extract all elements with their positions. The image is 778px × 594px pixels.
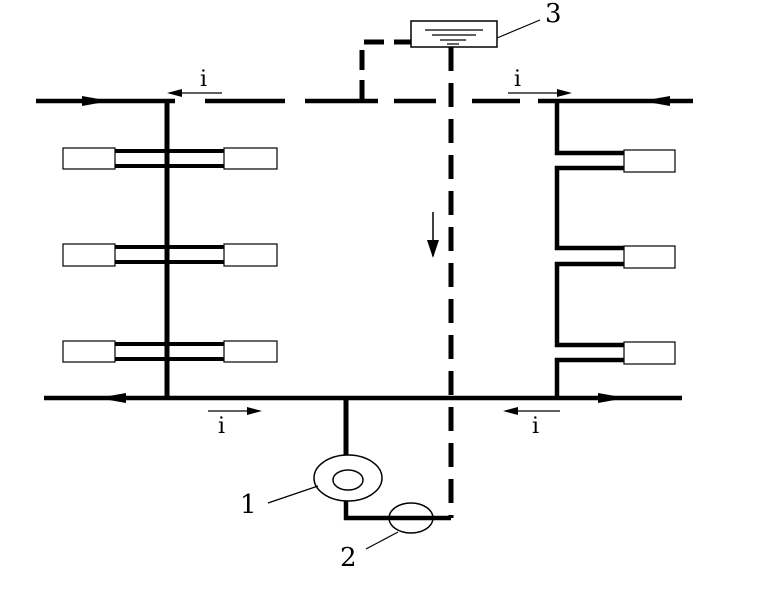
tank-leader-line — [496, 19, 541, 39]
bottom-left-flow-arrow — [98, 393, 126, 403]
downward-flow-arrow — [427, 212, 439, 258]
pump-label: 1 — [240, 490, 257, 520]
svg-text:i: i — [200, 67, 207, 92]
radiator — [62, 243, 116, 267]
pump-outlet-pipe — [343, 501, 451, 521]
svg-text:i: i — [532, 414, 539, 439]
svg-text:i: i — [218, 414, 225, 439]
expansion-pipe — [359, 39, 454, 518]
pump-leader-line — [267, 485, 319, 504]
top-right-flow-arrow — [642, 96, 670, 106]
radiator — [223, 243, 278, 267]
component-2-label: 2 — [340, 543, 357, 573]
right-riser — [554, 101, 624, 398]
left-radiator-group-1 — [62, 147, 278, 170]
svg-text:i: i — [514, 67, 521, 92]
left-radiator-group-3 — [62, 340, 278, 363]
radiator — [223, 340, 278, 363]
flow-indicator-top-right: i — [508, 67, 572, 97]
circulation-pump — [313, 454, 383, 502]
right-radiator-3 — [623, 341, 676, 365]
right-radiator-2 — [623, 245, 676, 269]
radiator — [223, 147, 278, 170]
bottom-right-flow-arrow — [598, 393, 626, 403]
right-radiator-1 — [623, 149, 676, 173]
pipe-component-2 — [388, 502, 434, 534]
radiator — [62, 340, 116, 363]
tank-label: 3 — [545, 0, 562, 29]
expansion-tank — [410, 20, 498, 48]
component-2-leader-line — [365, 531, 399, 550]
flow-indicator-top-left: i — [167, 67, 222, 97]
left-radiator-group-2 — [62, 243, 278, 267]
radiator — [62, 147, 116, 170]
top-left-flow-arrow — [82, 96, 110, 106]
flow-indicator-bottom-left: i — [208, 407, 262, 439]
flow-indicator-bottom-right: i — [503, 407, 560, 439]
